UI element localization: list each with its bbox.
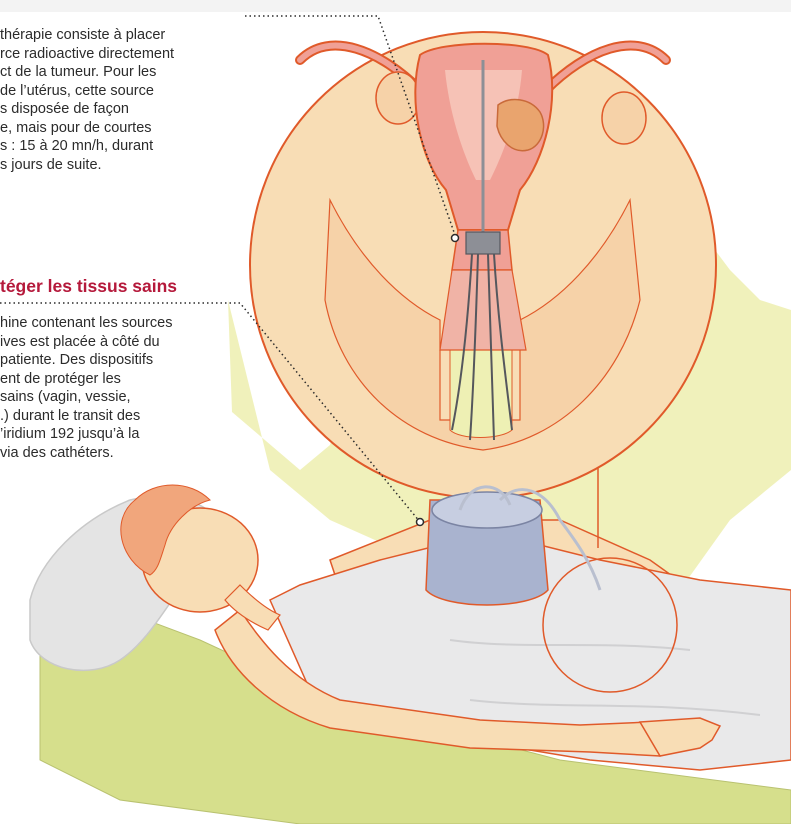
intro-line: s : 15 à 20 mn/h, durant xyxy=(0,137,174,156)
leader-dot-protect xyxy=(417,519,424,526)
top-strip xyxy=(0,0,791,12)
section-heading: téger les tissus sains xyxy=(0,276,177,297)
applicator-head xyxy=(466,232,500,254)
protect-line: hine contenant les sources xyxy=(0,314,173,333)
protect-line: ’iridium 192 jusqu’à la xyxy=(0,425,173,444)
protect-line: .) durant le transit des xyxy=(0,407,173,426)
protect-text-block: hine contenant les sources ives est plac… xyxy=(0,314,173,462)
protect-line: ives est placée à côté du xyxy=(0,333,173,352)
protect-line: patiente. Des dispositifs xyxy=(0,351,173,370)
vaginal-wall xyxy=(440,270,526,350)
intro-line: e, mais pour de courtes xyxy=(0,119,174,138)
intro-line: thérapie consiste à placer xyxy=(0,26,174,45)
intro-line: rce radioactive directement xyxy=(0,45,174,64)
protect-line: via des cathéters. xyxy=(0,444,173,463)
leader-dot-intro xyxy=(452,235,459,242)
intro-line: s jours de suite. xyxy=(0,156,174,175)
protect-line: sains (vagin, vessie, xyxy=(0,388,173,407)
intro-line: s disposée de façon xyxy=(0,100,174,119)
intro-text-block: thérapie consiste à placer rce radioacti… xyxy=(0,26,174,174)
ovary-right xyxy=(602,92,646,144)
intro-line: ct de la tumeur. Pour les xyxy=(0,63,174,82)
protect-line: ent de protéger les xyxy=(0,370,173,389)
intro-line: de l’utérus, cette source xyxy=(0,82,174,101)
afterloader-top xyxy=(432,492,542,528)
